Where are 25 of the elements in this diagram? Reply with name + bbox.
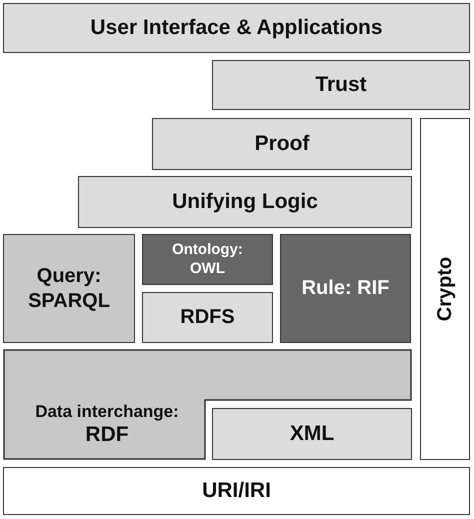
- layer-label: Crypto: [433, 256, 457, 322]
- layer-label: RDFS: [179, 305, 236, 330]
- layer-label: Rule: RIF: [300, 276, 390, 301]
- layer-block: [212, 408, 412, 460]
- layer-label: Ontology: OWL: [171, 240, 244, 278]
- layer-label: Data interchange:: [35, 401, 179, 422]
- layer-block: [152, 118, 412, 170]
- layer-block: [280, 234, 411, 343]
- layer-block: [142, 234, 273, 285]
- layer-block: [3, 3, 470, 53]
- layer-label: RDF: [85, 422, 129, 448]
- layer-block: [212, 60, 470, 110]
- layer-block: [3, 234, 135, 343]
- layer-block: [3, 349, 412, 460]
- layer-label: Trust: [314, 72, 368, 98]
- layer-block: [142, 292, 273, 343]
- layer-label: Query: SPARQL: [27, 264, 111, 314]
- layer-label: User Interface & Applications: [89, 14, 384, 41]
- layer-block: [78, 176, 412, 228]
- layer-block: [420, 118, 470, 460]
- layer-label: XML: [288, 420, 336, 447]
- layer-label: URI/IRI: [201, 478, 272, 504]
- layer-label: Proof: [254, 130, 310, 157]
- layer-block: [3, 467, 470, 515]
- layer-label: Unifying Logic: [171, 188, 319, 215]
